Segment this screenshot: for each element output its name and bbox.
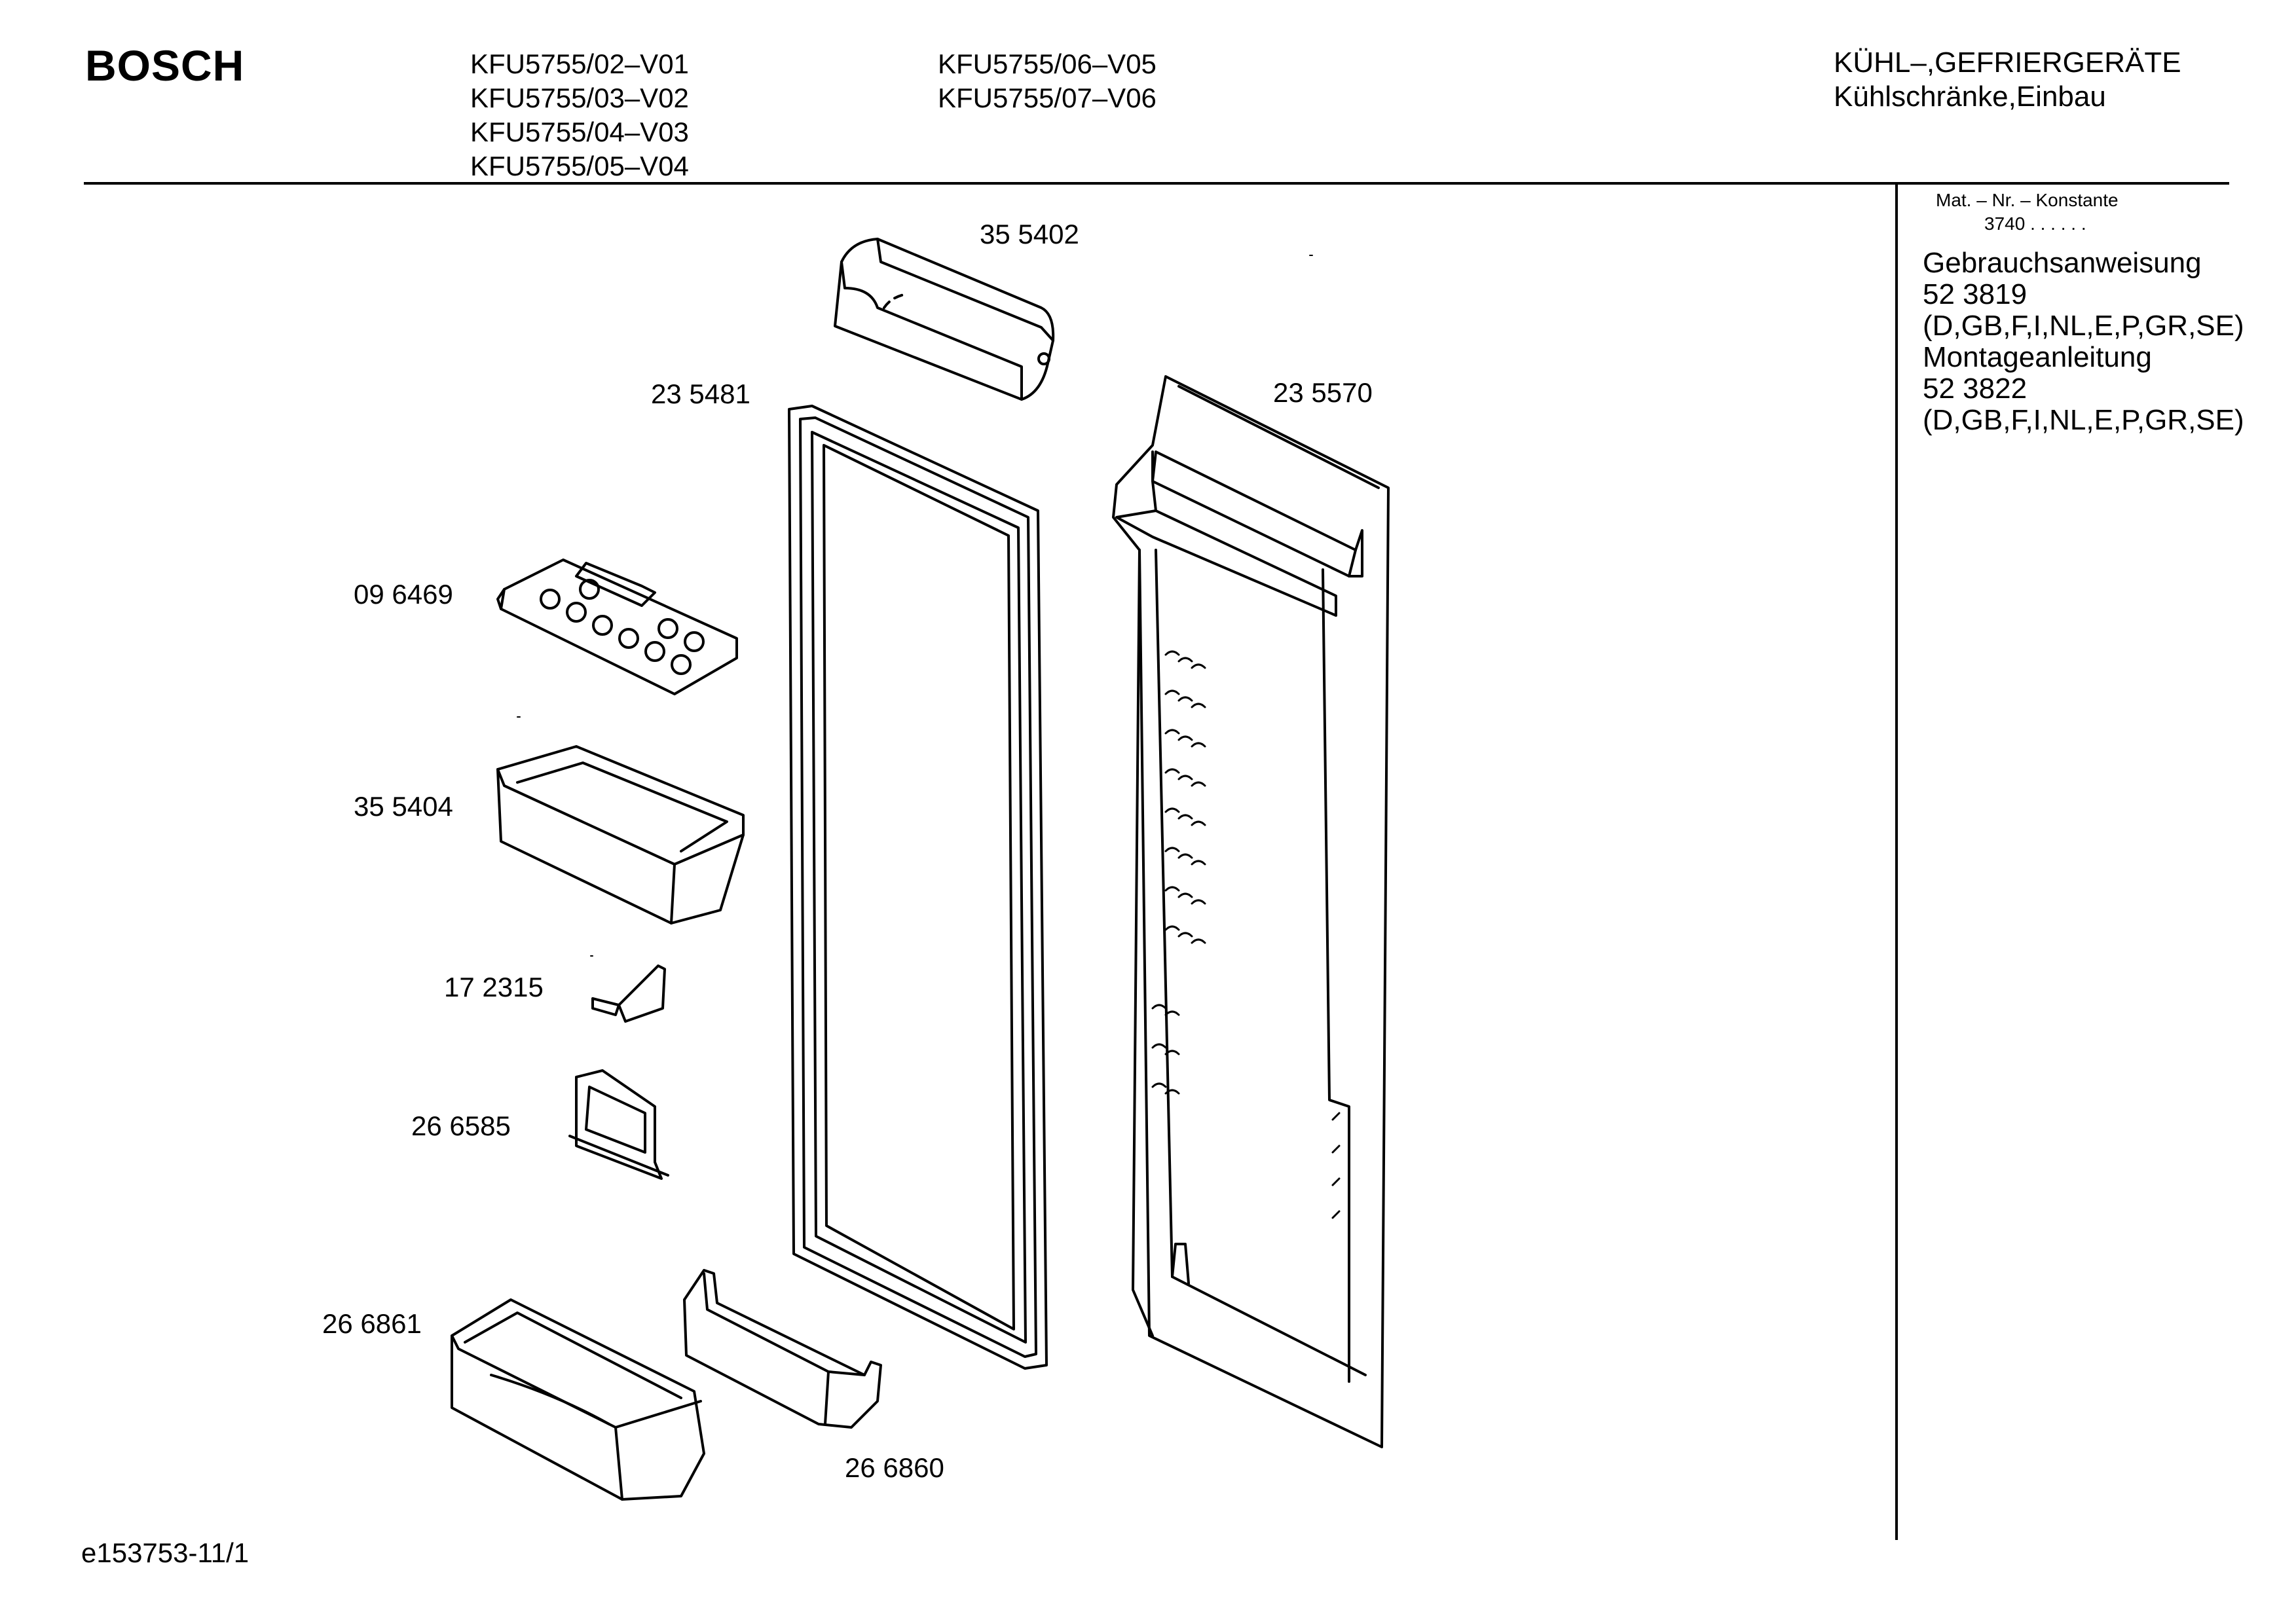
model-item: KFU5755/03–V02 — [470, 82, 689, 113]
sidebar-divider — [1895, 185, 1898, 1540]
doc2-title: Montageanleitung — [1923, 341, 2152, 373]
part-label-235570: 23 5570 — [1273, 377, 1373, 408]
part-355404-door-bin — [496, 745, 745, 925]
doc1-title: Gebrauchsanweisung — [1923, 247, 2202, 279]
drawing-reference: e153753-11/1 — [81, 1537, 250, 1568]
model-list-1: KFU5755/02–V01 KFU5755/03–V02 KFU5755/04… — [470, 47, 689, 183]
part-label-172315: 17 2315 — [444, 972, 544, 1002]
part-label-355402: 35 5402 — [980, 219, 1079, 249]
model-item: KFU5755/02–V01 — [470, 48, 689, 79]
doc-block: Gebrauchsanweisung 52 3819 (D,GB,F,I,NL,… — [1923, 247, 2244, 436]
mat-label: Mat. – Nr. – Konstante — [1936, 190, 2119, 210]
part-266585-holder — [568, 1069, 669, 1180]
part-096469-egg-tray — [496, 559, 738, 695]
brand-logo: BOSCH — [85, 41, 245, 90]
model-item: KFU5755/04–V03 — [470, 117, 689, 147]
part-label-235481: 23 5481 — [651, 378, 750, 409]
stray-marks — [517, 255, 1313, 957]
part-172315-clip — [591, 964, 666, 1023]
part-266860-bottom-shelf — [683, 1269, 882, 1429]
doc1-langs: (D,GB,F,I,NL,E,P,GR,SE) — [1923, 310, 2244, 342]
model-item: KFU5755/05–V04 — [470, 151, 689, 181]
category-title: KÜHL–,GEFRIERGERÄTE — [1834, 46, 2181, 79]
part-label-355404: 35 5404 — [354, 791, 453, 822]
model-item: KFU5755/07–V06 — [938, 82, 1157, 113]
doc2-number: 52 3822 — [1923, 373, 2028, 405]
part-235570-door-liner — [1112, 375, 1390, 1448]
mat-value: 3740 . . . . . . — [1984, 213, 2086, 234]
part-label-096469: 09 6469 — [354, 579, 453, 610]
part-label-266585: 26 6585 — [411, 1110, 511, 1141]
part-355402-cover — [834, 238, 1055, 401]
model-item: KFU5755/06–V05 — [938, 48, 1157, 79]
part-235481-gasket — [788, 405, 1048, 1370]
part-label-266861: 26 6861 — [322, 1308, 422, 1339]
doc1-number: 52 3819 — [1923, 278, 2028, 310]
doc2-langs: (D,GB,F,I,NL,E,P,GR,SE) — [1923, 404, 2244, 436]
part-266861-bottom-bin — [451, 1298, 705, 1501]
part-label-266860: 26 6860 — [845, 1452, 944, 1483]
header-divider — [84, 182, 2229, 185]
category-subtitle: Kühlschränke,Einbau — [1834, 81, 2106, 113]
model-list-2: KFU5755/06–V05 KFU5755/07–V06 — [938, 47, 1157, 115]
category-block: KÜHL–,GEFRIERGERÄTE Kühlschränke,Einbau — [1834, 46, 2181, 114]
